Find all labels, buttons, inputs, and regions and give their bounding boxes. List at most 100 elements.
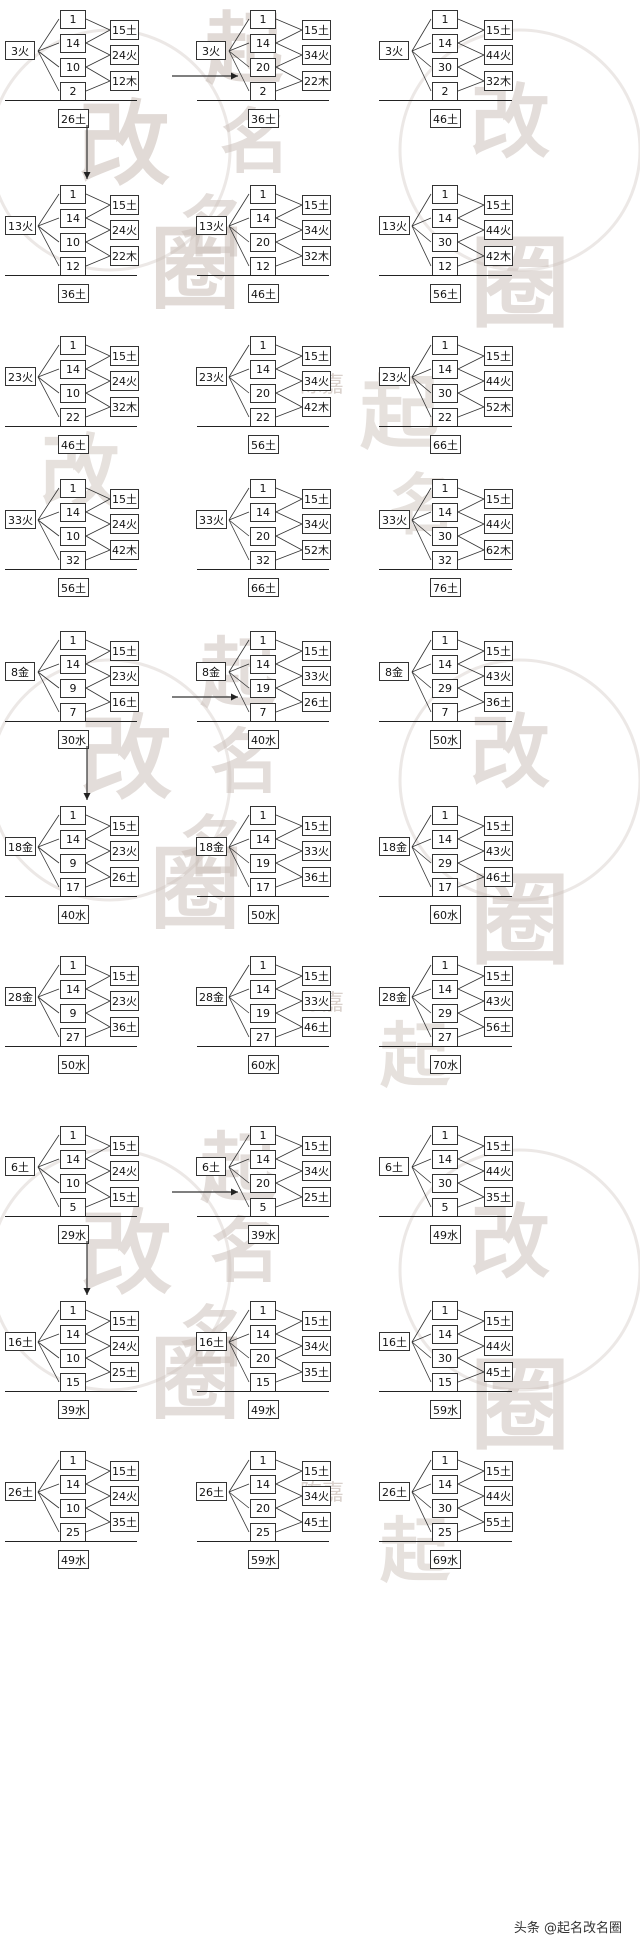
metal-r3-c3-sum-1: 15土 bbox=[484, 966, 513, 986]
earth-r2-c2-sum-2: 34火 bbox=[302, 1336, 331, 1356]
earth-r1-c3-total-rule bbox=[379, 1216, 512, 1217]
earth-r2-c3-sum-2: 44火 bbox=[484, 1336, 513, 1356]
fire-r3-c1-unit-4: 22 bbox=[60, 408, 86, 427]
earth-r3-c2-unit-1: 1 bbox=[250, 1451, 276, 1470]
metal-r1-c1-unit-2: 14 bbox=[60, 655, 86, 674]
fire-r3-c2-total-box: 56土 bbox=[248, 435, 279, 454]
earth-r3-c1-unit-4: 25 bbox=[60, 1523, 86, 1542]
metal-r1-c3-sum-1: 15土 bbox=[484, 641, 513, 661]
fire-r4-c2-total-rule bbox=[197, 569, 329, 570]
fire-r4-c3-unit-3: 30 bbox=[432, 527, 458, 546]
earth-r2-c1-unit-2: 14 bbox=[60, 1325, 86, 1344]
fire-r2-c3-total-rule bbox=[379, 275, 512, 276]
earth-r1-c3-unit-2: 14 bbox=[432, 1150, 458, 1169]
earth-r1-c3-left-box: 6土 bbox=[379, 1157, 409, 1176]
earth-r3-c2-sum-3: 45土 bbox=[302, 1512, 331, 1532]
metal-r1-c2-unit-2: 14 bbox=[250, 655, 276, 674]
fire-r1-c2-sum-1: 15土 bbox=[302, 20, 331, 40]
metal-r2-c2-unit-4: 17 bbox=[250, 878, 276, 897]
metal-r3-c2-sum-3: 46土 bbox=[302, 1017, 331, 1037]
fire-r3-c3-unit-3: 30 bbox=[432, 384, 458, 403]
fire-r4-c2-sum-3: 52木 bbox=[302, 540, 331, 560]
metal-r2-c1-unit-2: 14 bbox=[60, 830, 86, 849]
metal-r1-c1-sum-3: 16土 bbox=[110, 692, 139, 712]
fire-r1-c3-unit-4: 2 bbox=[432, 82, 458, 101]
metal-r3-c3-sum-3: 56土 bbox=[484, 1017, 513, 1037]
metal-r3-c2-unit-3: 19 bbox=[250, 1004, 276, 1023]
fire-r1-c3-sum-2: 44火 bbox=[484, 45, 513, 65]
metal-r1-c2-sum-1: 15土 bbox=[302, 641, 331, 661]
earth-r2-c3-unit-3: 30 bbox=[432, 1349, 458, 1368]
fire-r4-c1-sum-1: 15土 bbox=[110, 489, 139, 509]
fire-r1-c3-left-box: 3火 bbox=[379, 41, 409, 60]
fire-r3-c1-unit-1: 1 bbox=[60, 336, 86, 355]
metal-r1-c2-total-rule bbox=[197, 721, 329, 722]
fire-r4-c1-unit-2: 14 bbox=[60, 503, 86, 522]
earth-r1-c1-total-rule bbox=[5, 1216, 137, 1217]
metal-r3-c2-left-box: 28金 bbox=[196, 987, 227, 1006]
earth-r3-c2-total-box: 59水 bbox=[248, 1550, 279, 1569]
earth-r2-c3-left-box: 16土 bbox=[379, 1332, 410, 1351]
earth-r1-c2-sum-3: 25土 bbox=[302, 1187, 331, 1207]
metal-r2-c3-left-box: 18金 bbox=[379, 837, 410, 856]
earth-r3-c3-sum-3: 55土 bbox=[484, 1512, 513, 1532]
fire-r4-c2-unit-2: 14 bbox=[250, 503, 276, 522]
fire-r3-c2-unit-1: 1 bbox=[250, 336, 276, 355]
earth-r2-c3-total-rule bbox=[379, 1391, 512, 1392]
fire-r1-c2-left-box: 3火 bbox=[196, 41, 226, 60]
fire-r1-c3-unit-2: 14 bbox=[432, 34, 458, 53]
earth-r2-c1-unit-3: 10 bbox=[60, 1349, 86, 1368]
metal-r3-c2-unit-2: 14 bbox=[250, 980, 276, 999]
earth-r1-c2-sum-1: 15土 bbox=[302, 1136, 331, 1156]
metal-r2-c3-total-rule bbox=[379, 896, 512, 897]
metal-r2-c3-unit-4: 17 bbox=[432, 878, 458, 897]
earth-r2-c2-sum-1: 15土 bbox=[302, 1311, 331, 1331]
earth-r3-c1-sum-1: 15土 bbox=[110, 1461, 139, 1481]
fire-r3-c1-sum-3: 32木 bbox=[110, 397, 139, 417]
metal-r3-c1-sum-2: 23火 bbox=[110, 991, 139, 1011]
metal-r1-c3-unit-3: 29 bbox=[432, 679, 458, 698]
earth-r1-c1-sum-3: 15土 bbox=[110, 1187, 139, 1207]
earth-r2-c1-total-box: 39水 bbox=[58, 1400, 89, 1419]
earth-r1-c2-total-box: 39水 bbox=[248, 1225, 279, 1244]
metal-r2-c3-unit-2: 14 bbox=[432, 830, 458, 849]
earth-r3-c1-unit-2: 14 bbox=[60, 1475, 86, 1494]
metal-r3-c3-total-box: 70水 bbox=[430, 1055, 461, 1074]
fire-r1-c1-sum-3: 12木 bbox=[110, 71, 139, 91]
metal-r1-c3-total-box: 50水 bbox=[430, 730, 461, 749]
fire-r2-c1-total-rule bbox=[5, 275, 137, 276]
fire-r4-c1-unit-4: 32 bbox=[60, 551, 86, 570]
metal-r2-c2-sum-3: 36土 bbox=[302, 867, 331, 887]
metal-r3-c3-left-box: 28金 bbox=[379, 987, 410, 1006]
fire-r3-c1-left-box: 23火 bbox=[5, 367, 36, 386]
earth-r2-c2-unit-2: 14 bbox=[250, 1325, 276, 1344]
fire-r4-c1-total-rule bbox=[5, 569, 137, 570]
metal-r3-c2-unit-1: 1 bbox=[250, 956, 276, 975]
fire-r4-c3-left-box: 33火 bbox=[379, 510, 410, 529]
fire-r3-c2-unit-4: 22 bbox=[250, 408, 276, 427]
metal-r3-c3-total-rule bbox=[379, 1046, 512, 1047]
fire-r3-c3-sum-1: 15土 bbox=[484, 346, 513, 366]
fire-r3-c1-total-box: 46土 bbox=[58, 435, 89, 454]
earth-r2-c3-unit-4: 15 bbox=[432, 1373, 458, 1392]
earth-r3-c3-unit-2: 14 bbox=[432, 1475, 458, 1494]
earth-r1-c1-total-box: 29水 bbox=[58, 1225, 89, 1244]
metal-r3-c1-left-box: 28金 bbox=[5, 987, 36, 1006]
earth-r1-c2-unit-2: 14 bbox=[250, 1150, 276, 1169]
fire-r3-c2-sum-2: 34火 bbox=[302, 371, 331, 391]
metal-r3-c3-unit-4: 27 bbox=[432, 1028, 458, 1047]
earth-r2-c1-sum-3: 25土 bbox=[110, 1362, 139, 1382]
earth-r2-c2-unit-3: 20 bbox=[250, 1349, 276, 1368]
fire-r2-c3-unit-3: 30 bbox=[432, 233, 458, 252]
earth-r2-c2-total-box: 49水 bbox=[248, 1400, 279, 1419]
earth-r1-c2-sum-2: 34火 bbox=[302, 1161, 331, 1181]
footer-credit: 头条 @起名改名圈 bbox=[513, 1921, 622, 1936]
fire-r3-c3-total-rule bbox=[379, 426, 512, 427]
fire-r3-c3-unit-4: 22 bbox=[432, 408, 458, 427]
earth-r3-c1-unit-3: 10 bbox=[60, 1499, 86, 1518]
fire-r2-c3-unit-1: 1 bbox=[432, 185, 458, 204]
fire-r1-c1-sum-2: 24火 bbox=[110, 45, 139, 65]
metal-r2-c3-sum-2: 43火 bbox=[484, 841, 513, 861]
fire-r2-c1-sum-2: 24火 bbox=[110, 220, 139, 240]
fire-r1-c3-sum-1: 15土 bbox=[484, 20, 513, 40]
